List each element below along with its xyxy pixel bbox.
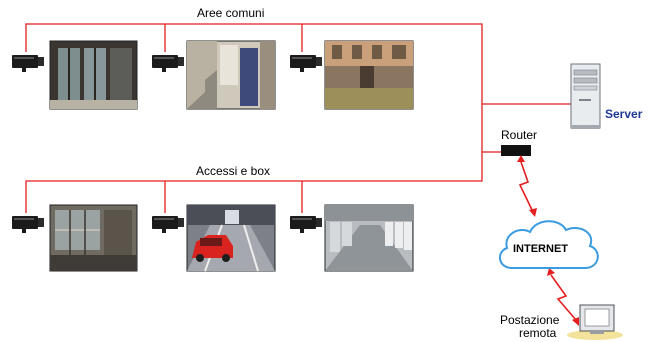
server-label: Server xyxy=(605,107,643,121)
camera-view-stairwell xyxy=(186,40,276,110)
router-icon xyxy=(501,145,531,156)
arrowhead-down xyxy=(572,317,579,326)
lightning-icon xyxy=(518,161,534,213)
camera-view-lobby xyxy=(49,40,138,110)
camera-icon xyxy=(290,55,322,72)
cable-access-bus xyxy=(25,152,483,213)
router-label: Router xyxy=(501,128,538,142)
camera-icon xyxy=(12,216,44,233)
server-icon xyxy=(570,63,601,129)
lightning-icon xyxy=(550,274,577,321)
camera-view-garage-boxes xyxy=(324,204,414,272)
remote-station-label-line1: Postazione xyxy=(500,313,560,327)
camera-view-courtyard xyxy=(324,40,414,110)
workstation-icon xyxy=(567,304,623,340)
camera-view-entrance xyxy=(49,204,138,272)
camera-icon xyxy=(152,216,184,233)
arrowhead-up xyxy=(517,155,525,162)
arrowhead-up xyxy=(547,268,555,276)
arrowhead-down xyxy=(529,208,537,217)
camera-icon xyxy=(290,216,322,233)
internet-label: INTERNET xyxy=(513,243,568,255)
access-label: Accessi e box xyxy=(196,164,271,178)
camera-view-garage-ramp xyxy=(186,204,276,272)
camera-icon xyxy=(152,55,184,72)
network-cables xyxy=(25,23,572,213)
remote-station-label-line2: remota xyxy=(519,326,557,340)
cable-common-areas-bus xyxy=(25,23,483,152)
camera-icon xyxy=(12,55,44,72)
cloud-icon xyxy=(499,220,599,269)
common-areas-label: Aree comuni xyxy=(197,6,265,20)
